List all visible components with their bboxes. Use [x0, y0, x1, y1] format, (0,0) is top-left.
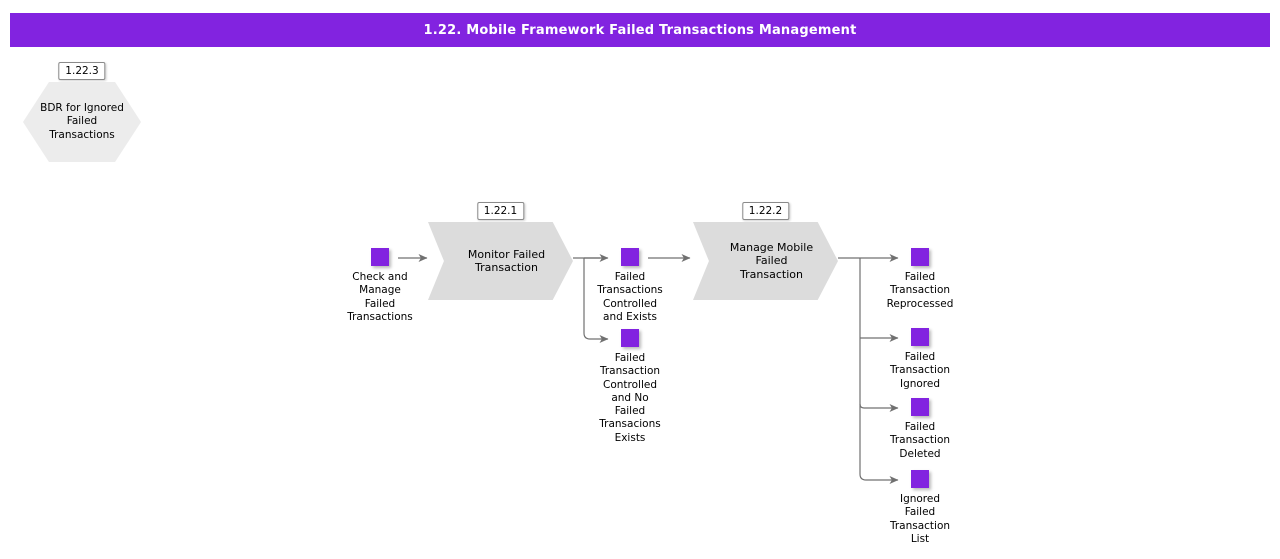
process-monitor-failed-transaction[interactable]: 1.22.1 Monitor Failed Transaction — [428, 202, 573, 300]
object-failed-transaction-controlled-and-no-failed-transacions-exists[interactable]: Failed Transaction Controlled and No Fai… — [592, 329, 668, 445]
object-label: Failed Transactions Controlled and Exist… — [597, 271, 663, 323]
hexagon-shape: BDR for Ignored Failed Transactions — [23, 82, 141, 162]
object-failed-transactions-controlled-and-exists[interactable]: Failed Transactions Controlled and Exist… — [592, 248, 668, 324]
process-shape: Monitor Failed Transaction — [428, 222, 573, 300]
object-label: Failed Transaction Controlled and No Fai… — [599, 352, 661, 444]
object-swatch-icon — [371, 248, 389, 266]
object-swatch-icon — [911, 398, 929, 416]
process-shape: Manage Mobile Failed Transaction — [693, 222, 838, 300]
object-failed-transaction-deleted[interactable]: Failed Transaction Deleted — [882, 398, 958, 461]
page-title-bar: 1.22. Mobile Framework Failed Transactio… — [10, 13, 1270, 47]
hexagon-bdr-ignored-failed-transactions[interactable]: 1.22.3 BDR for Ignored Failed Transactio… — [23, 62, 141, 162]
object-swatch-icon — [621, 329, 639, 347]
object-failed-transaction-ignored[interactable]: Failed Transaction Ignored — [882, 328, 958, 391]
object-ignored-failed-transaction-list[interactable]: Ignored Failed Transaction List — [882, 470, 958, 546]
process-label: Monitor Failed Transaction — [467, 247, 546, 275]
object-label: Ignored Failed Transaction List — [889, 493, 951, 545]
process-manage-mobile-failed-transaction[interactable]: 1.22.2 Manage Mobile Failed Transaction — [693, 202, 838, 300]
object-failed-transaction-reprocessed[interactable]: Failed Transaction Reprocessed — [882, 248, 958, 311]
object-swatch-icon — [621, 248, 639, 266]
process-label: Manage Mobile Failed Transaction — [729, 240, 814, 281]
process-tag-1-22-1: 1.22.1 — [476, 202, 525, 220]
object-label: Failed Transaction Ignored — [889, 351, 951, 390]
hexagon-tag-1-22-3: 1.22.3 — [58, 62, 106, 80]
object-swatch-icon — [911, 328, 929, 346]
page-title: 1.22. Mobile Framework Failed Transactio… — [423, 22, 857, 38]
process-tag-1-22-2: 1.22.2 — [741, 202, 790, 220]
hexagon-label: BDR for Ignored Failed Transactions — [40, 102, 124, 141]
object-check-and-manage-failed-transactions[interactable]: Check and Manage Failed Transactions — [342, 248, 418, 324]
object-label: Failed Transaction Reprocessed — [886, 271, 954, 310]
object-swatch-icon — [911, 470, 929, 488]
object-label: Check and Manage Failed Transactions — [347, 271, 413, 323]
object-swatch-icon — [911, 248, 929, 266]
object-label: Failed Transaction Deleted — [889, 421, 951, 460]
